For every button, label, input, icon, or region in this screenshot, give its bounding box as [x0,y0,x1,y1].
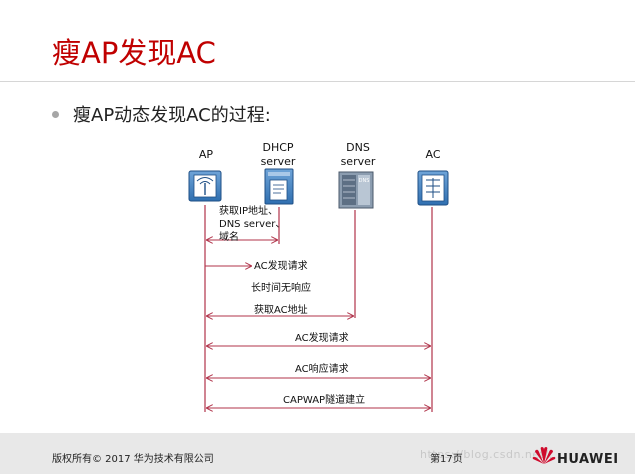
ac-label: AC [425,148,441,161]
msg-6: AC响应请求 [295,364,349,375]
access-point-icon [188,170,222,202]
slide-footer [0,433,635,474]
access-controller-icon [417,170,449,206]
dhcp-server-icon [264,168,294,205]
huawei-logo-icon [532,447,556,464]
dns-label-line1: DNS [346,141,370,154]
msg-3: 长时间无响应 [251,283,311,294]
slide-title: 瘦AP发现AC [52,36,216,70]
dhcp-label: DHCP server [254,141,302,169]
dns-label: DNS server [334,141,382,169]
page-number: 第17页 [430,454,463,465]
bullet-text: 瘦AP动态发现AC的过程: [73,105,271,126]
msg-1: 获取IP地址、 DNS server、 域名 [219,205,285,244]
bullet-icon [52,111,59,118]
msg-2: AC发现请求 [254,261,308,272]
dhcp-label-line2: server [260,155,296,168]
title-divider [0,81,635,82]
dns-badge: DNS [359,178,370,184]
msg-4: 获取AC地址 [254,305,308,316]
ap-label: AP [198,148,214,161]
dns-server-icon: DNS [338,171,374,209]
huawei-logo-text: HUAWEI [557,452,619,467]
msg-1-line3: 域名 [219,232,239,243]
dns-label-line2: server [340,155,376,168]
watermark-text: https://blog.csdn.net/... [420,448,561,461]
msg-1-line1: 获取IP地址、 [219,206,278,217]
msg-7: CAPWAP隧道建立 [283,395,366,406]
copyright-text: 版权所有© 2017 华为技术有限公司 [52,454,214,465]
msg-5: AC发现请求 [295,333,349,344]
msg-1-line2: DNS server、 [219,219,286,230]
dhcp-label-line1: DHCP [262,141,294,154]
